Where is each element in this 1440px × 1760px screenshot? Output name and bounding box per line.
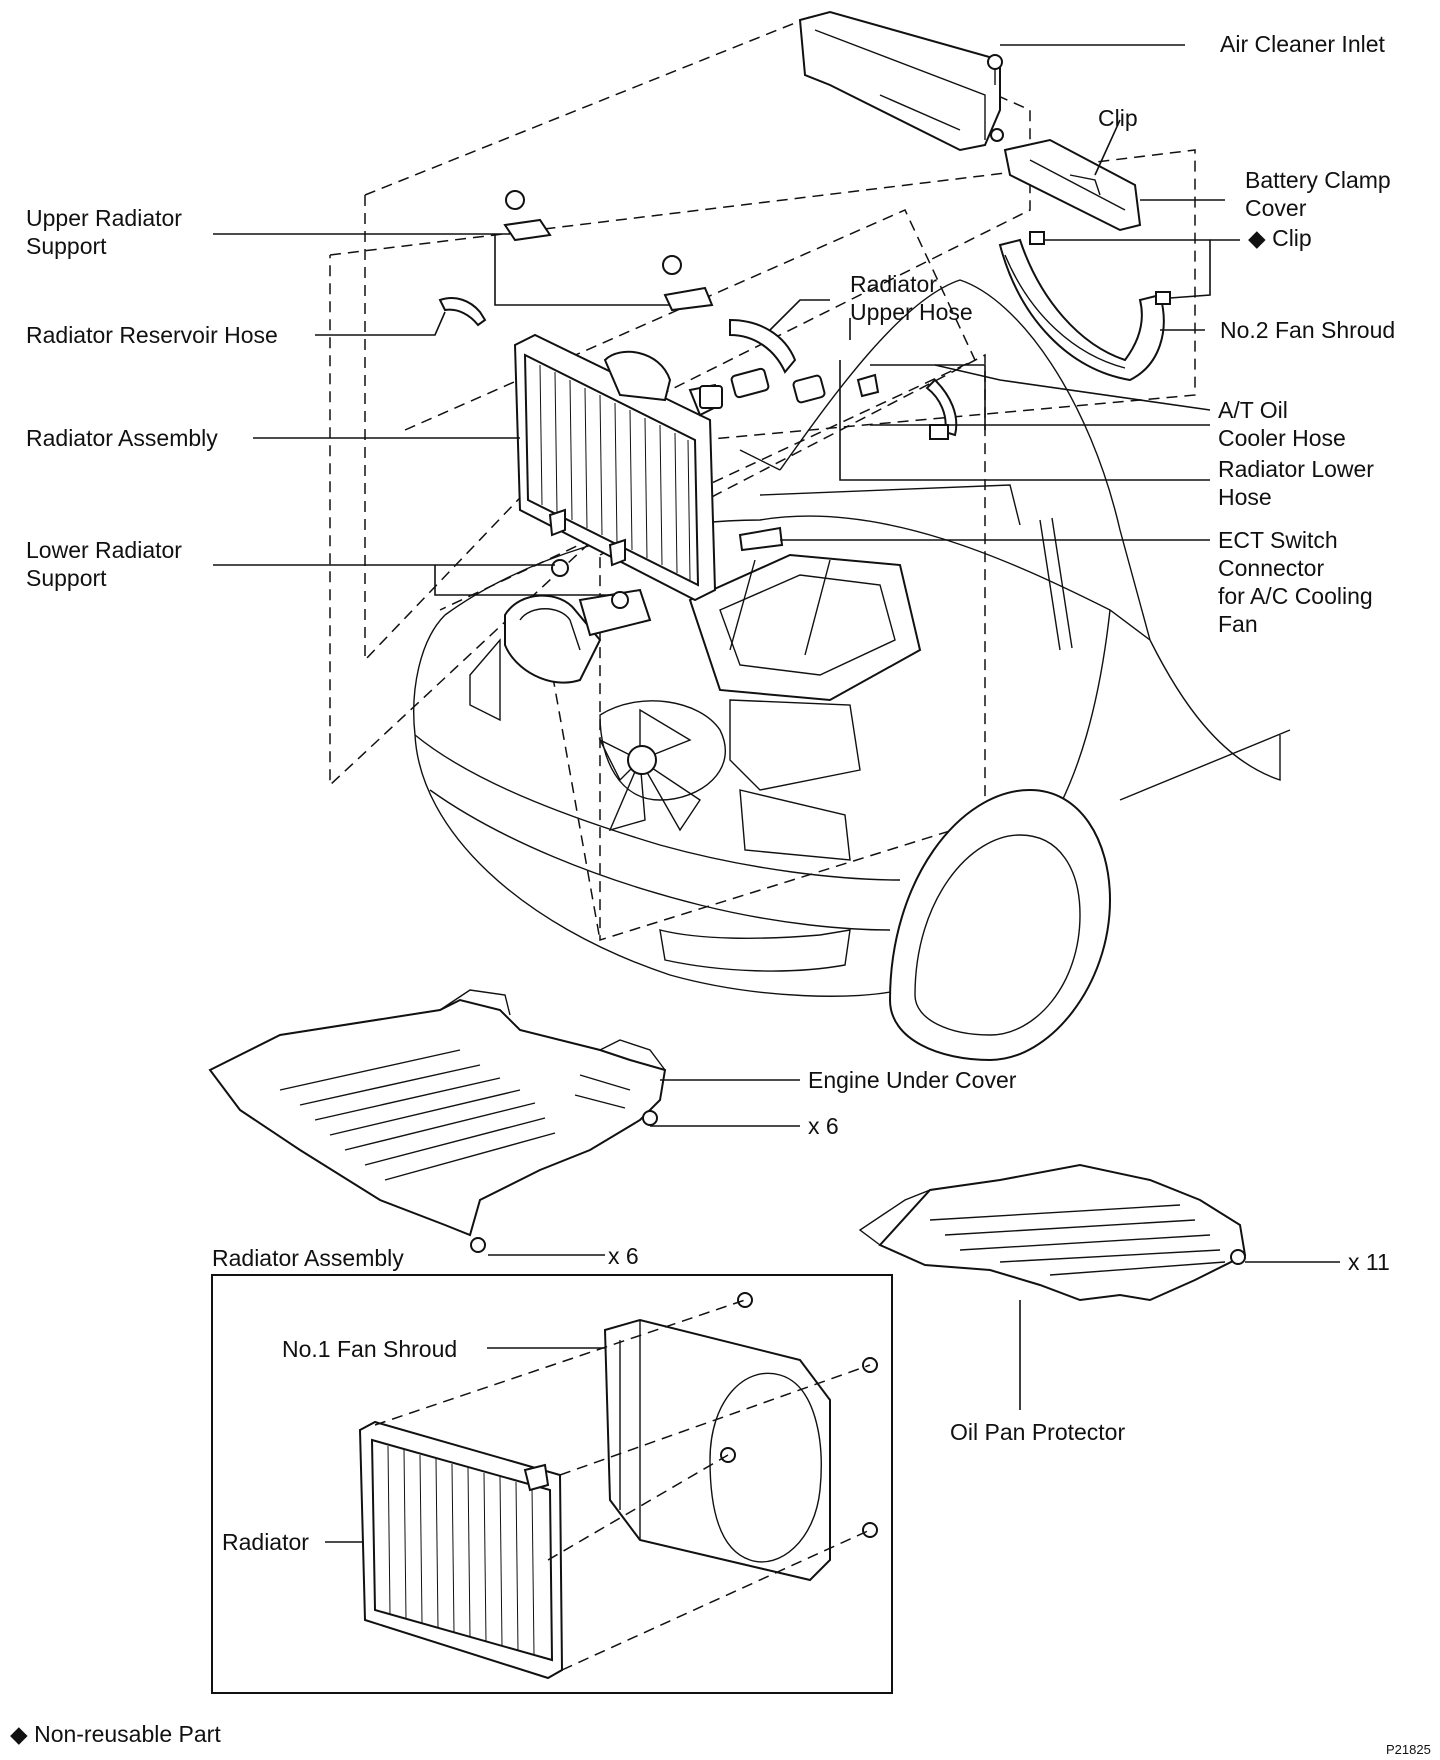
oil-pan-protector-part [858, 1163, 1247, 1302]
label-no1-fan-shroud: No.1 Fan Shroud [282, 1336, 457, 1362]
lower-radiator-support-part [551, 559, 629, 609]
label-radiator-upper-hose-line2: Upper Hose [850, 299, 973, 325]
label-lower-radiator-support-line2: Support [26, 565, 107, 591]
engine-under-cover-part [208, 989, 667, 1253]
label-radiator-upper-hose-line1: Radiator [850, 271, 937, 297]
legend: ◆ Non-reusable Part P21825 [10, 1721, 1431, 1757]
radiator-reservoir-hose-part [438, 297, 487, 327]
label-at-oil-cooler-hose-line1: A/T Oil [1218, 397, 1288, 423]
part-labels: Air Cleaner Inlet Clip Battery Clamp Cov… [26, 31, 1395, 1555]
no2-fan-shroud-part [998, 231, 1171, 382]
label-radiator: Radiator [222, 1529, 309, 1555]
label-at-oil-cooler-hose-line2: Cooler Hose [1218, 425, 1346, 451]
vehicle-front-body [413, 279, 1291, 1062]
label-engine-under-cover-qty: x 6 [808, 1113, 839, 1139]
inset-radiator-part [358, 1420, 564, 1680]
label-engine-under-cover: Engine Under Cover [808, 1067, 1017, 1093]
radiator-upper-hose-part [699, 318, 826, 409]
legend-nonreusable-part: ◆ Non-reusable Part [10, 1721, 221, 1747]
label-air-cleaner-inlet: Air Cleaner Inlet [1220, 31, 1386, 57]
at-oil-cooler-hose-part [856, 373, 958, 440]
radiator-assembly-part [513, 333, 722, 602]
battery-clamp-cover-part [1003, 138, 1142, 232]
label-clip-nonreusable: ◆ Clip [1248, 225, 1312, 251]
engine-bay [504, 449, 1021, 832]
inset-exploded-dash-lines [374, 1299, 871, 1671]
label-ect-switch-line1: ECT Switch [1218, 527, 1338, 553]
label-battery-clamp-cover-line2: Cover [1245, 195, 1307, 221]
label-ect-switch-line4: Fan [1218, 611, 1258, 637]
ect-switch-connector-part [738, 526, 784, 552]
radiator-assembly-inset-box [211, 1274, 893, 1694]
cooling-fan [598, 708, 701, 832]
label-no2-fan-shroud: No.2 Fan Shroud [1220, 317, 1395, 343]
air-cleaner-inlet-part [798, 10, 1004, 152]
label-ect-switch-line2: Connector [1218, 555, 1324, 581]
label-clip-top: Clip [1098, 105, 1138, 131]
figure-code: P21825 [1386, 1742, 1431, 1757]
upper-radiator-support-part [503, 190, 714, 312]
label-radiator-lower-hose-line1: Radiator Lower [1218, 456, 1374, 482]
label-radiator-assembly-inset-title: Radiator Assembly [212, 1245, 404, 1271]
label-radiator-lower-hose-line2: Hose [1218, 484, 1272, 510]
leader-lines [213, 44, 1340, 1543]
label-oil-pan-protector: Oil Pan Protector [950, 1419, 1125, 1445]
label-lower-radiator-support-line1: Lower Radiator [26, 537, 182, 563]
label-upper-radiator-support-line2: Support [26, 233, 107, 259]
label-ect-switch-line3: for A/C Cooling [1218, 583, 1373, 609]
label-oil-pan-protector-qty: x 11 [1348, 1249, 1390, 1275]
label-radiator-assembly: Radiator Assembly [26, 425, 218, 451]
label-radiator-reservoir-hose: Radiator Reservoir Hose [26, 322, 278, 348]
inset-no1-fan-shroud-part [603, 1292, 878, 1582]
label-battery-clamp-cover-line1: Battery Clamp [1245, 167, 1391, 193]
label-upper-radiator-support-line1: Upper Radiator [26, 205, 182, 231]
label-radiator-assembly-inset-qty: x 6 [608, 1243, 639, 1269]
